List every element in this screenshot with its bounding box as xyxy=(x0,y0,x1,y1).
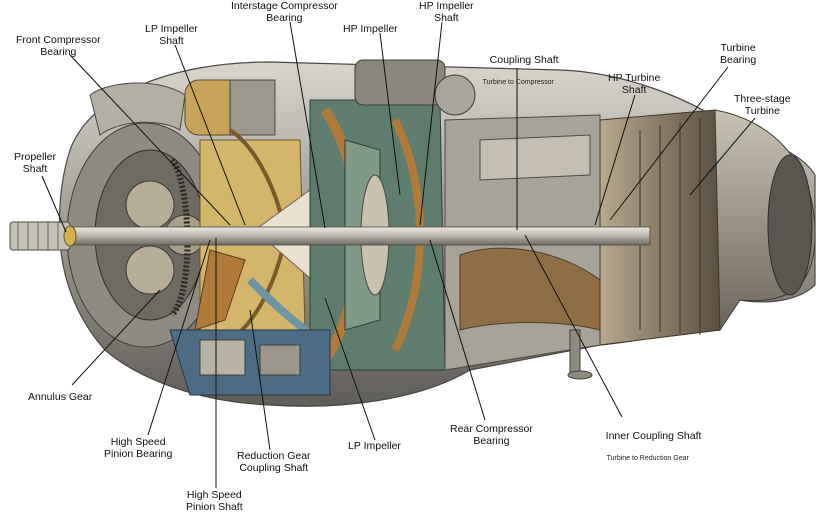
exhaust-nozzle xyxy=(714,109,816,332)
label-high-speed-pinion-bearing: High Speed Pinion Bearing xyxy=(104,436,173,460)
label-turbine-bearing: Turbine Bearing xyxy=(720,42,757,66)
reduction-gearbox xyxy=(66,122,224,348)
coupling-shaft-subtitle: Turbine to Compressor xyxy=(482,79,554,86)
label-high-speed-pinion-shaft: High Speed Pinion Shaft xyxy=(186,489,243,513)
coupling-shaft-title: Coupling Shaft xyxy=(489,54,559,66)
main-shaft xyxy=(9,221,651,251)
label-propeller-shaft: Propeller Shaft xyxy=(14,151,57,175)
inner-coupling-shaft-title: Inner Coupling Shaft xyxy=(605,430,702,442)
label-hp-impeller-shaft: HP Impeller Shaft xyxy=(419,0,474,24)
label-three-stage-turbine: Three-stage Turbine xyxy=(734,93,791,117)
label-annulus-gear: Annulus Gear xyxy=(28,391,93,403)
label-coupling-shaft: Coupling Shaft Turbine to Compressor xyxy=(478,42,559,111)
label-interstage-compressor-bearing: Interstage Compressor Bearing xyxy=(231,0,338,24)
label-lp-impeller: LP Impeller xyxy=(348,440,401,452)
label-inner-coupling-shaft: Inner Coupling Shaft Turbine to Reductio… xyxy=(594,418,702,487)
inner-coupling-shaft-subtitle: Turbine to Reduction Gear xyxy=(606,455,689,462)
label-reduction-gear-coupling-shaft: Reduction Gear Coupling Shaft xyxy=(237,450,311,474)
label-front-compressor-bearing: Front Compressor Bearing xyxy=(16,34,101,58)
label-rear-compressor-bearing: Rear Compressor Bearing xyxy=(450,423,533,447)
leader-lines xyxy=(41,21,756,488)
label-hp-impeller: HP Impeller xyxy=(343,23,398,35)
label-lp-impeller-shaft: LP Impeller Shaft xyxy=(145,23,198,47)
accessory-gearbox xyxy=(169,329,593,396)
label-hp-turbine-shaft: HP Turbine Shaft xyxy=(608,72,661,96)
